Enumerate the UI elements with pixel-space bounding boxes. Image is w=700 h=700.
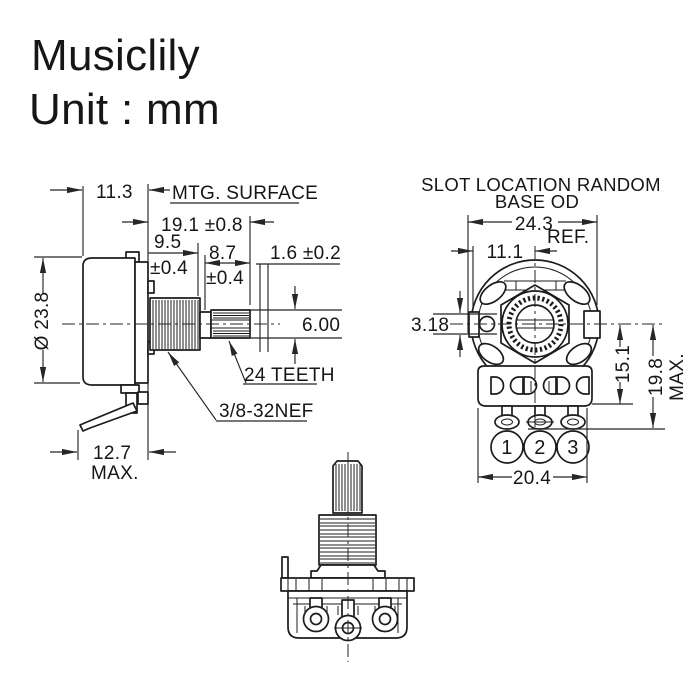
dim-24-3: 24.3: [515, 214, 553, 235]
terminal-2-circle: [523, 430, 557, 464]
side-view: 11.3 MTG. SURFACE 19.1 ±0.8 9.5 ±0.4 8.7…: [32, 182, 342, 484]
header: Musiclily Unit : mm: [29, 31, 220, 134]
side-view-labels: 11.3 MTG. SURFACE 19.1 ±0.8 9.5 ±0.4 8.7…: [32, 182, 341, 484]
front-view-labels: SLOT LOCATION RANDOM BASE OD 24.3 REF. 1…: [411, 174, 688, 489]
thread-label: 3/8-32NEF: [219, 401, 314, 422]
unit-label: Unit : mm: [29, 85, 220, 134]
terminal-1-number: 1: [501, 437, 512, 459]
dim-11-1: 11.1: [487, 242, 524, 263]
dim-9-5-tol: ±0.4: [150, 258, 188, 279]
dim-8-7: 8.7: [209, 243, 236, 264]
elevation-view: [280, 452, 415, 662]
mtg-surface-label: MTG. SURFACE: [172, 183, 318, 204]
side-view-dimensions: [34, 184, 342, 460]
teeth-label: 24 TEETH: [244, 365, 335, 386]
dim-1-6: 1.6 ±0.2: [270, 243, 341, 264]
dim-19-8-max: MAX.: [667, 353, 688, 401]
dim-9-5: 9.5: [154, 232, 181, 253]
dim-15-1: 15.1: [613, 345, 634, 383]
dim-20-4: 20.4: [513, 468, 551, 489]
front-view-body: [450, 246, 664, 430]
terminal-3-circle: [556, 430, 590, 464]
front-view: 1 2 3 SLOT LOCATION RANDOM BASE OD 24.3 …: [411, 174, 688, 489]
dim-24-3-ref: REF.: [547, 227, 589, 248]
dim-6-00: 6.00: [302, 315, 340, 336]
base-od-note: BASE OD: [495, 191, 579, 212]
dim-8-7-tol: ±0.4: [206, 268, 244, 289]
terminal-2-number: 2: [534, 437, 545, 459]
front-view-dimensions: [433, 215, 665, 483]
front-view-terminal-numbers: 1 2 3: [490, 430, 590, 464]
dim-3-18: 3.18: [411, 315, 449, 336]
side-view-body: [62, 251, 280, 432]
slot-location-note: SLOT LOCATION RANDOM: [421, 174, 661, 195]
dim-12-7: 12.7: [93, 443, 131, 464]
dim-19-1: 19.1 ±0.8: [161, 215, 243, 236]
dim-12-7-max: MAX.: [91, 463, 139, 484]
brand-title: Musiclily: [31, 31, 200, 80]
dim-19-8: 19.8: [646, 358, 667, 396]
dim-11-3: 11.3: [96, 182, 133, 203]
dim-dia-23-8: Ø 23.8: [32, 292, 53, 351]
terminal-3-number: 3: [567, 437, 578, 459]
terminal-1-circle: [490, 430, 524, 464]
